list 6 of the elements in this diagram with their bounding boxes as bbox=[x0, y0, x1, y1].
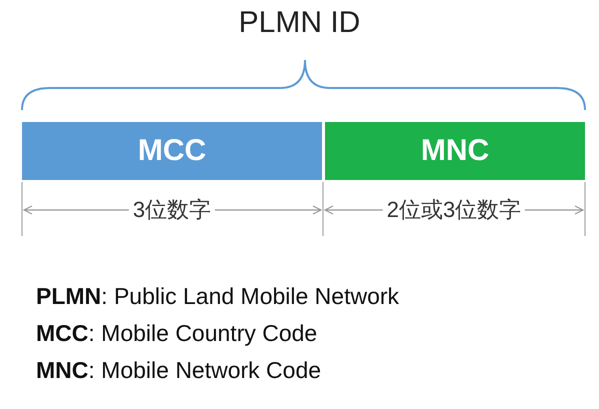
definition-text: MNC: Mobile Network Code bbox=[36, 357, 322, 384]
field-bar: MCC bbox=[22, 122, 322, 180]
field-bar: MNC bbox=[325, 122, 585, 180]
title: PLMN ID bbox=[238, 6, 362, 40]
definition-text: PLMN: Public Land Mobile Network bbox=[36, 283, 400, 310]
definition-text: MCC: Mobile Country Code bbox=[36, 320, 318, 347]
